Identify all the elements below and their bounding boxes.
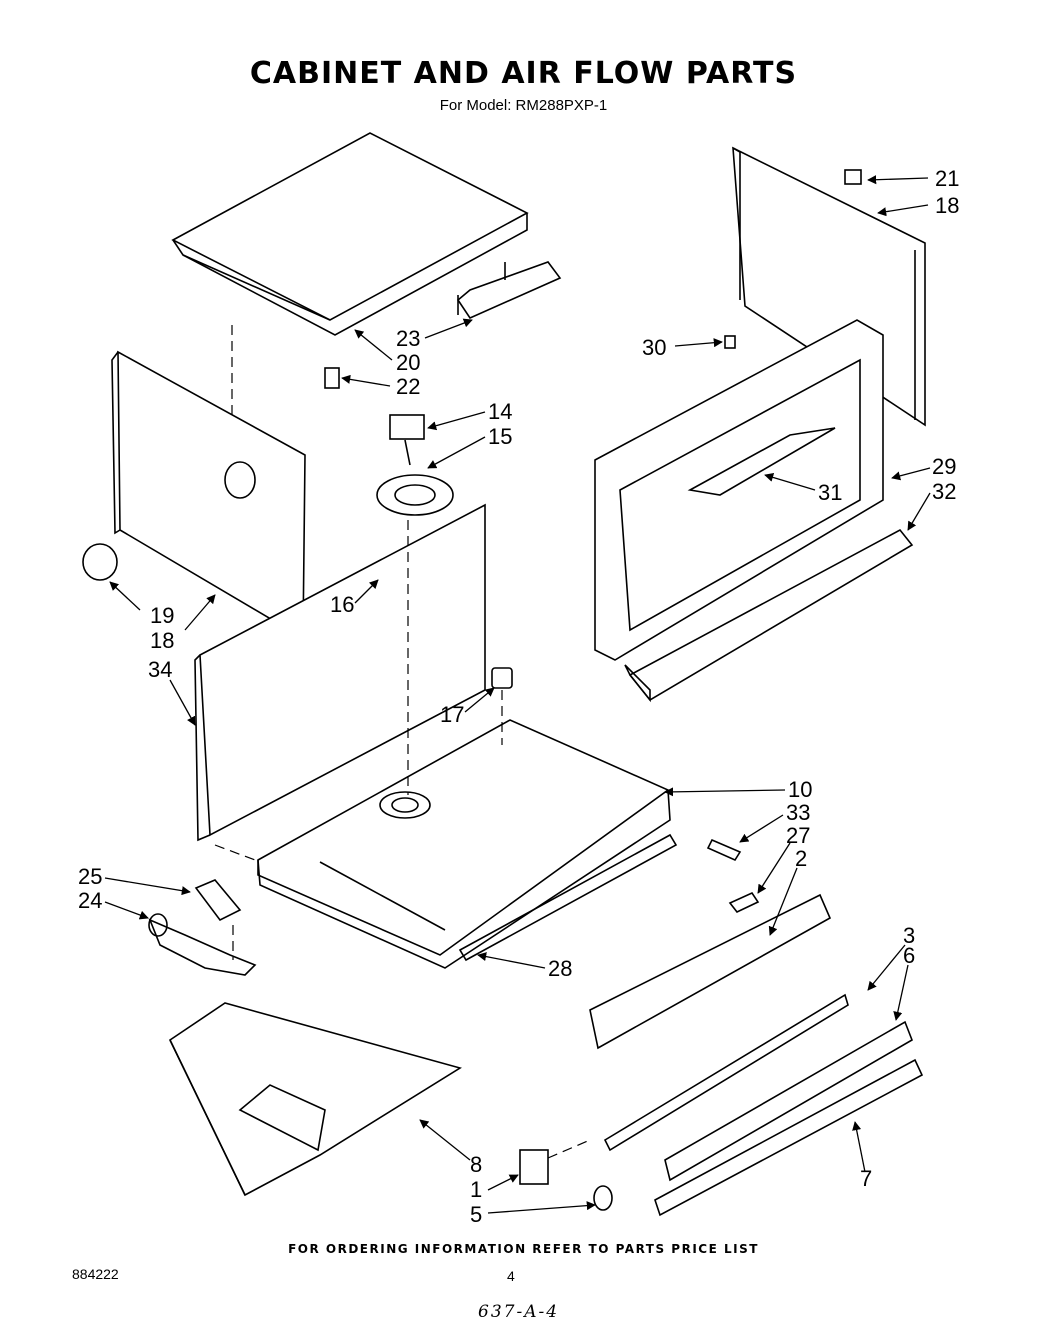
front-rail	[603, 993, 849, 1152]
duct-bracket	[194, 879, 242, 922]
filter-strip	[458, 833, 678, 962]
clip	[728, 891, 760, 913]
callout-label: 3	[903, 923, 915, 948]
callout-label: 33	[786, 800, 810, 825]
side-cap	[82, 543, 118, 581]
callout-label: 19	[150, 603, 174, 628]
top-panel	[171, 132, 562, 336]
handwritten-code: 637-A-4	[478, 1302, 560, 1322]
callout-label: 17	[440, 702, 464, 727]
callout-label: 18	[150, 628, 174, 653]
base-tray	[257, 719, 671, 969]
hinge-block	[519, 1149, 549, 1185]
callout-label: 10	[788, 777, 812, 802]
trim-rail	[664, 1020, 913, 1182]
callout-label: 28	[548, 956, 572, 981]
callout-label: 1	[470, 1177, 482, 1202]
page-title: CABINET AND AIR FLOW PARTS	[249, 56, 798, 91]
bumper	[491, 667, 513, 689]
callout-label: 21	[935, 166, 959, 191]
ordering-note: FOR ORDERING INFORMATION REFER TO PARTS …	[288, 1242, 759, 1256]
grille-frame	[594, 319, 884, 661]
alignment-lines	[214, 325, 591, 1159]
callout-label: 31	[818, 480, 842, 505]
air-duct	[148, 913, 257, 976]
callout-label: 15	[488, 424, 512, 449]
side-panel	[111, 350, 306, 640]
knob	[593, 1185, 613, 1211]
callout-label: 29	[932, 454, 956, 479]
filter-mesh	[589, 893, 832, 1050]
callout-label: 16	[330, 592, 354, 617]
callout-label: 34	[148, 657, 172, 682]
callout-label: 32	[932, 479, 956, 504]
bottom-panel	[168, 1002, 462, 1197]
callout-label: 2	[795, 846, 807, 871]
clip-30	[724, 335, 736, 349]
model-subtitle: For Model: RM288PXP-1	[439, 97, 608, 114]
clip-21	[844, 169, 862, 185]
callout-label: 24	[78, 888, 102, 913]
front-grille-strip	[624, 528, 914, 703]
callout-label: 23	[396, 326, 420, 351]
rod	[706, 838, 742, 862]
callout-label: 6	[903, 943, 915, 968]
callout-label: 5	[470, 1202, 482, 1227]
callout-label: 8	[470, 1152, 482, 1177]
fan-motor	[376, 414, 454, 516]
callout-label: 7	[860, 1166, 872, 1191]
bottom-rail	[654, 1058, 924, 1217]
callout-label: 30	[642, 335, 666, 360]
bracket-22	[324, 367, 340, 389]
callout-label: 18	[935, 193, 959, 218]
leader-lines	[104, 175, 931, 1214]
callout-label: 25	[78, 864, 102, 889]
document-number: 884222	[72, 1266, 119, 1282]
page-number: 4	[507, 1268, 515, 1284]
callout-label: 14	[488, 399, 512, 424]
callout-label: 22	[396, 374, 420, 399]
callout-label: 20	[396, 350, 420, 375]
callout-labels: 21 18 23 20 22 30 14 15 29 32 31 19 18 1…	[78, 166, 959, 1227]
callout-label: 27	[786, 823, 810, 848]
